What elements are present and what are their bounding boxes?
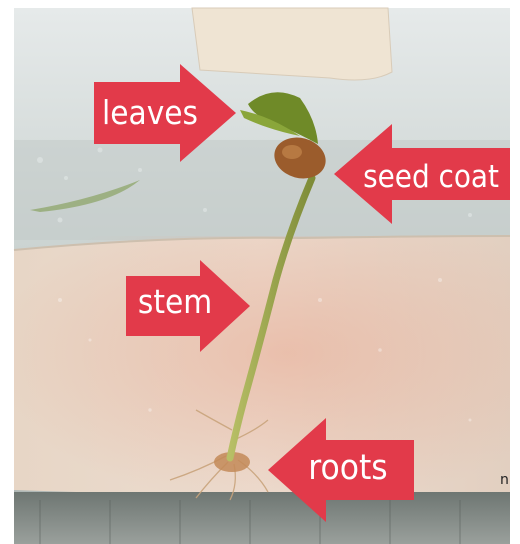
stray-letter: n [500, 472, 509, 488]
leaves-label: leaves [96, 96, 204, 129]
stem-label: stem [130, 285, 220, 318]
roots-label: roots [288, 451, 408, 486]
base-floor [14, 492, 510, 544]
paper-towel [14, 236, 510, 496]
seed-coat-label: seed coat [356, 162, 506, 193]
paper-strip [192, 8, 392, 80]
